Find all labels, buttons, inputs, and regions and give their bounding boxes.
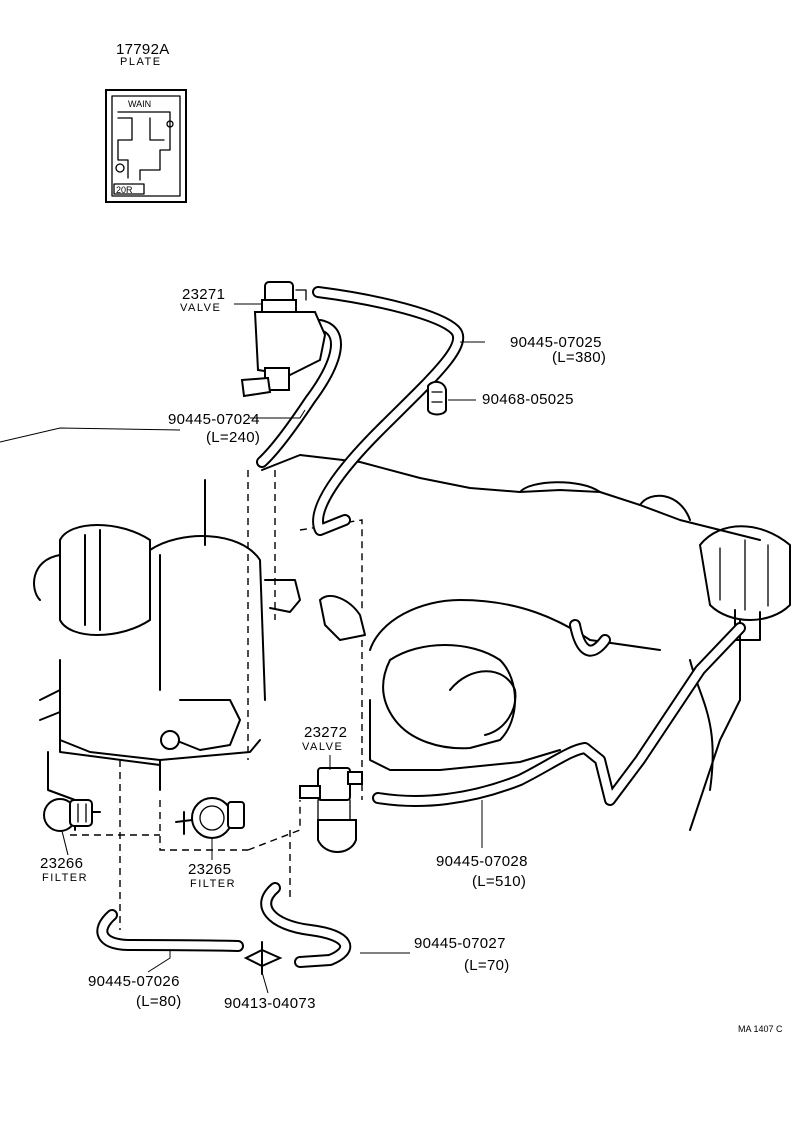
hose-07027-number: 90445-07027 — [414, 935, 506, 952]
hose-07025 — [312, 286, 465, 536]
callout-hose-07024: 90445-07024 (L=240) — [168, 411, 260, 446]
filter-23266-number: 23266 — [40, 855, 83, 872]
hose-07028-length: (L=510) — [472, 873, 526, 890]
callout-plate: 17792A PLATE — [116, 41, 170, 68]
filter-23265-name: FILTER — [190, 878, 236, 890]
callout-hose-07025: 90445-07025 (L=380) — [510, 334, 606, 366]
hose-07026-number: 90445-07026 — [88, 973, 180, 990]
clip-05025-number: 90468-05025 — [482, 391, 574, 408]
clip-05025 — [427, 380, 447, 416]
valve-23271-number: 23271 — [182, 286, 225, 303]
callout-filter-23265: 23265 FILTER — [188, 861, 236, 890]
valve-23272-number: 23272 — [304, 724, 347, 741]
hose-07026 — [96, 909, 244, 952]
callout-clip-05025: 90468-05025 — [482, 391, 574, 408]
plate-text-line2: 20R — [116, 185, 133, 195]
valve-23272-name: VALVE — [302, 741, 343, 753]
plate-part-number: 17792A — [116, 41, 170, 58]
engine-line-art — [0, 427, 791, 831]
hose-07025-length: (L=380) — [552, 349, 606, 366]
callout-connector-04073: 90413-04073 — [224, 995, 316, 1012]
plate-text-line1: WAIN — [128, 99, 151, 109]
callout-hose-07027: 90445-07027 (L=70) — [414, 935, 510, 974]
diagram-code: MA 1407 C — [738, 1024, 783, 1034]
hose-07027 — [260, 882, 352, 968]
connector-04073-number: 90413-04073 — [224, 995, 316, 1012]
filter-23266 — [43, 798, 101, 832]
valve-23271-name: VALVE — [180, 302, 221, 314]
hose-07026-length: (L=80) — [136, 993, 182, 1010]
valve-23271 — [240, 281, 327, 398]
valve-23272 — [299, 767, 363, 853]
plate-part-name: PLATE — [120, 56, 162, 68]
filter-23265-number: 23265 — [188, 861, 231, 878]
hose-07024-length: (L=240) — [206, 429, 260, 446]
hose-07028 — [372, 622, 746, 807]
filter-23265 — [175, 797, 245, 839]
hose-07027-length: (L=70) — [464, 957, 510, 974]
filter-23266-name: FILTER — [42, 872, 88, 884]
callout-hose-07026: 90445-07026 (L=80) — [88, 973, 182, 1010]
callout-hose-07028: 90445-07028 (L=510) — [436, 853, 528, 890]
vacuum-plate: WAIN 20R — [105, 89, 187, 203]
callout-filter-23266: 23266 FILTER — [40, 855, 88, 884]
callout-valve-23271: 23271 VALVE — [180, 286, 225, 314]
hose-07024 — [256, 319, 342, 468]
connector-04073 — [243, 941, 283, 975]
callout-valve-23272: 23272 VALVE — [302, 724, 347, 753]
hose-07024-number: 90445-07024 — [168, 411, 260, 428]
hose-07025-number: 90445-07025 — [510, 334, 602, 351]
hose-07028-number: 90445-07028 — [436, 853, 528, 870]
leader-lines — [61, 303, 485, 994]
